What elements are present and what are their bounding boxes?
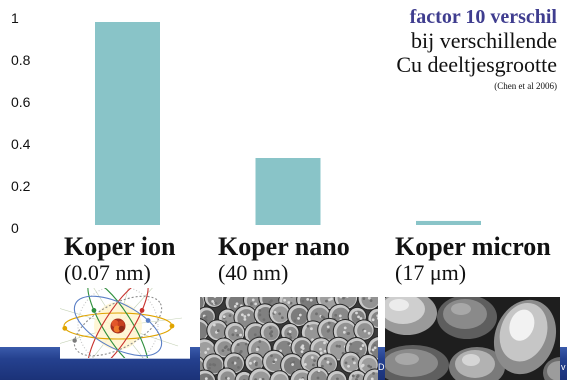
atom-electron — [145, 318, 151, 323]
y-tick-label: 0 — [11, 220, 19, 235]
footer-text-fragment: v — [561, 362, 566, 372]
chart-annotation: factor 10 verschil bij verschillende Cu … — [0, 0, 567, 100]
nano-particle — [200, 318, 210, 343]
bar-koper-nano — [255, 158, 321, 225]
micron-micrograph-drawing — [385, 297, 560, 380]
micron-particle — [493, 299, 557, 375]
footer-text-fragment: Di — [378, 362, 387, 372]
nano-particle — [202, 353, 225, 376]
nano-particles-micrograph — [200, 297, 378, 380]
atom-electron — [139, 307, 145, 313]
category-label-koper-ion: Koper ion — [64, 232, 176, 261]
nano-particle — [200, 369, 217, 380]
nano-particle — [357, 297, 378, 311]
bar-chart: 0 0.2 0.4 0.6 0.8 1 — [11, 10, 481, 235]
y-axis-tick-labels: 0 0.2 0.4 0.6 0.8 1 — [11, 10, 31, 235]
category-label-koper-nano: Koper nano — [218, 232, 350, 261]
category-sublabel-koper-ion: (0.07 nm) — [64, 260, 151, 285]
nano-particle — [362, 368, 378, 380]
nano-particle — [262, 349, 286, 374]
nano-particle — [244, 352, 265, 373]
atom-electron — [91, 307, 97, 313]
nano-particle — [224, 321, 246, 344]
nano-particle — [332, 319, 358, 344]
nano-particle — [203, 297, 225, 308]
nano-particle — [248, 367, 273, 380]
atom-nucleus — [110, 318, 126, 334]
nano-particle — [213, 337, 235, 359]
nano-particle — [286, 304, 311, 328]
micron-particle — [543, 357, 560, 380]
nano-particle — [268, 302, 291, 325]
nano-particle — [353, 319, 375, 341]
micron-particles-micrograph — [385, 297, 560, 380]
atom-drawing — [60, 288, 183, 358]
nano-particle — [290, 336, 313, 359]
category-label-koper-micron: Koper micron — [395, 232, 551, 261]
nano-micrograph-drawing — [200, 297, 378, 380]
nano-particle — [347, 369, 368, 380]
nano-particle — [259, 321, 281, 343]
atom-electron — [72, 338, 77, 343]
nano-particle — [269, 370, 290, 380]
atom-illustration — [60, 288, 190, 359]
y-tick-label: 1 — [11, 10, 19, 26]
nano-particles — [200, 297, 378, 380]
annotation-line: Cu deeltjesgrootte — [396, 52, 557, 77]
nano-particle — [339, 351, 362, 374]
micron-particle — [385, 345, 449, 380]
annotation-line: bij verschillende — [410, 28, 557, 53]
y-tick-label: 0.8 — [11, 52, 31, 68]
y-tick-label: 0.6 — [11, 94, 31, 110]
category-sublabel-koper-nano: (40 nm) — [218, 260, 289, 285]
nano-particle — [366, 336, 378, 361]
nano-particle — [206, 319, 229, 342]
bar-koper-micron — [416, 220, 481, 225]
y-tick-label: 0.4 — [11, 136, 31, 152]
annotation-citation: (Chen et al 2006) — [494, 81, 557, 91]
y-tick-label: 0.2 — [11, 178, 31, 194]
micron-particle — [437, 297, 497, 339]
bars — [95, 22, 481, 225]
nano-particle — [326, 369, 348, 380]
annotation-headline: factor 10 verschil — [409, 6, 557, 28]
bar-koper-ion — [95, 22, 160, 225]
micron-particle — [385, 297, 437, 335]
nano-particle — [216, 367, 238, 380]
category-sublabel-koper-micron: (17 μm) — [395, 260, 467, 285]
micron-particle — [449, 347, 505, 380]
nano-particle — [306, 366, 330, 380]
atom-electron — [169, 323, 175, 329]
atom-orbits — [62, 288, 175, 358]
atom-electron — [62, 325, 68, 331]
